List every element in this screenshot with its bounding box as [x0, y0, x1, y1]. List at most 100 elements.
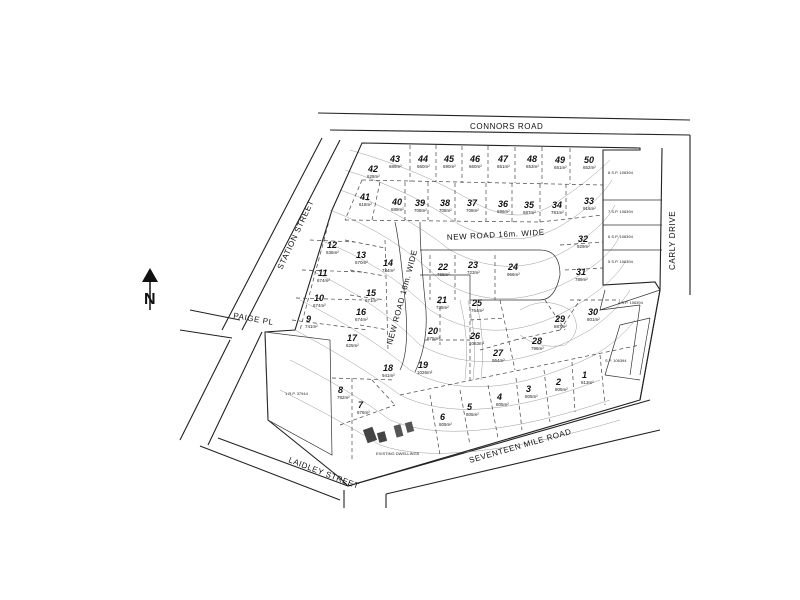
north-label: N	[144, 291, 156, 308]
lot-number: 18	[383, 363, 393, 373]
lot-number: 11	[318, 268, 327, 278]
lot-number: 31	[576, 267, 586, 277]
lot-area: 660m²	[469, 164, 482, 169]
lot-area: 723m²	[467, 270, 480, 275]
lot-area: 708m²	[439, 208, 452, 213]
lot-labels: 1813m²2805m²3805m²4805m²5805m²6805m²7676…	[305, 154, 600, 427]
paige-place-label: PAIGE PL	[233, 311, 275, 327]
laidley-street-label: LAIDLEY STREET	[287, 455, 360, 490]
lot-area: 674m²	[317, 278, 330, 283]
connors-road-label: CONNORS ROAD	[470, 122, 543, 131]
lot-number: 3	[526, 384, 531, 394]
lot-area: 708m²	[414, 208, 427, 213]
lot-area: 660m²	[417, 164, 430, 169]
lot-area: 689m²	[389, 164, 402, 169]
lot-number: 27	[492, 348, 504, 358]
lot-area: 805m²	[555, 387, 568, 392]
lot-number: 14	[383, 258, 393, 268]
lot-number: 46	[469, 154, 481, 164]
lot-area: 875m²	[427, 336, 440, 341]
lot-number: 6	[440, 412, 446, 422]
lot-area: 954m²	[492, 358, 505, 363]
north-arrow-icon	[142, 268, 158, 282]
lot-area: 887m²	[554, 324, 567, 329]
lot-area: 651m²	[554, 165, 567, 170]
sp-lot-5-label: 5 S.P. 106394	[608, 259, 634, 264]
lot-number: 49	[554, 155, 565, 165]
lot-number: 36	[498, 199, 509, 209]
existing-dwellings: EXISTING DWELLINGS	[362, 421, 420, 456]
lot-area: 674m²	[313, 303, 326, 308]
lot-area: 628m²	[367, 174, 380, 179]
lot-number: 22	[437, 262, 448, 272]
lot-number: 7	[358, 400, 364, 410]
lot-area: 801m²	[587, 317, 600, 322]
lot-number: 4	[496, 392, 502, 402]
lot-number: 13	[356, 250, 366, 260]
lot-number: 43	[389, 154, 400, 164]
lot-number: 23	[467, 260, 478, 270]
lot-number: 26	[469, 331, 481, 341]
lot-number: 38	[440, 198, 450, 208]
lot-area: 687m²	[523, 210, 536, 215]
lot-area: 789m²	[575, 277, 588, 282]
lot-number: 32	[578, 234, 588, 244]
lot-number: 17	[347, 333, 358, 343]
lot-number: 2	[555, 377, 561, 387]
lot-area: 744m²	[382, 268, 395, 273]
rp-main-label: 1 R.P. 37944	[285, 391, 309, 396]
lot-area: 813m²	[581, 380, 594, 385]
lot-number: 21	[436, 295, 447, 305]
lot-area: 741m²	[305, 324, 318, 329]
lot-lines	[264, 145, 662, 460]
lot-number: 28	[531, 336, 542, 346]
lot-number: 8	[338, 385, 343, 395]
lot-area: 764m²	[471, 308, 484, 313]
lot-number: 45	[443, 154, 455, 164]
lot-area: 805m²	[439, 422, 452, 427]
existing-dwellings-label: EXISTING DWELLINGS	[376, 451, 420, 456]
sp-lot-8-label: 8 S.P. 106394	[608, 170, 634, 175]
lot-area: 766m²	[437, 272, 450, 277]
lot-area: 708m²	[466, 208, 479, 213]
lot-number: 40	[391, 197, 402, 207]
lot-number: 12	[327, 240, 337, 250]
lot-number: 16	[356, 307, 367, 317]
lot-area: 1026m²	[417, 370, 433, 375]
lot-number: 33	[584, 196, 594, 206]
lot-number: 50	[584, 155, 594, 165]
lot-area: 651m²	[497, 164, 510, 169]
lot-number: 48	[526, 154, 537, 164]
carly-drive-label: CARLY DRIVE	[668, 211, 677, 270]
lot-area: 941m²	[382, 373, 395, 378]
road-lines	[179, 112, 691, 508]
lot-area: 805m²	[496, 402, 509, 407]
new-road-wide-label: NEW ROAD 16m. WIDE	[447, 228, 545, 242]
lot-number: 1	[582, 370, 587, 380]
lot-area: 782m²	[337, 395, 350, 400]
lot-area: 625m²	[346, 343, 359, 348]
lot-area: 671m²	[365, 298, 378, 303]
north-arrow: N	[142, 268, 158, 310]
sp-lot-7-label: 7 S.P. 106394	[608, 209, 634, 214]
lot-area: 805m²	[525, 394, 538, 399]
lot-area: 676m²	[357, 410, 370, 415]
lot-area: 690m²	[443, 164, 456, 169]
lot-area: 781m²	[551, 210, 564, 215]
sp-lot-6-label: 6 S.P. 106394	[608, 234, 634, 239]
lot-number: 5	[467, 402, 473, 412]
lot-area: 1063m²	[469, 341, 485, 346]
lot-area: 618m²	[359, 202, 372, 207]
lot-number: 30	[588, 307, 598, 317]
sp-lot-4-label: 4 S.P. 106394	[618, 300, 644, 305]
lot-number: 35	[524, 200, 535, 210]
lot-number: 44	[417, 154, 428, 164]
lot-area: 929m²	[577, 244, 590, 249]
lot-number: 10	[314, 293, 324, 303]
lot-area: 636m²	[326, 250, 339, 255]
lot-number: 41	[359, 192, 370, 202]
lot-area: 653m²	[526, 164, 539, 169]
lot-area: 670m²	[355, 260, 368, 265]
site-boundary	[264, 142, 661, 487]
lot-number: 39	[415, 198, 425, 208]
